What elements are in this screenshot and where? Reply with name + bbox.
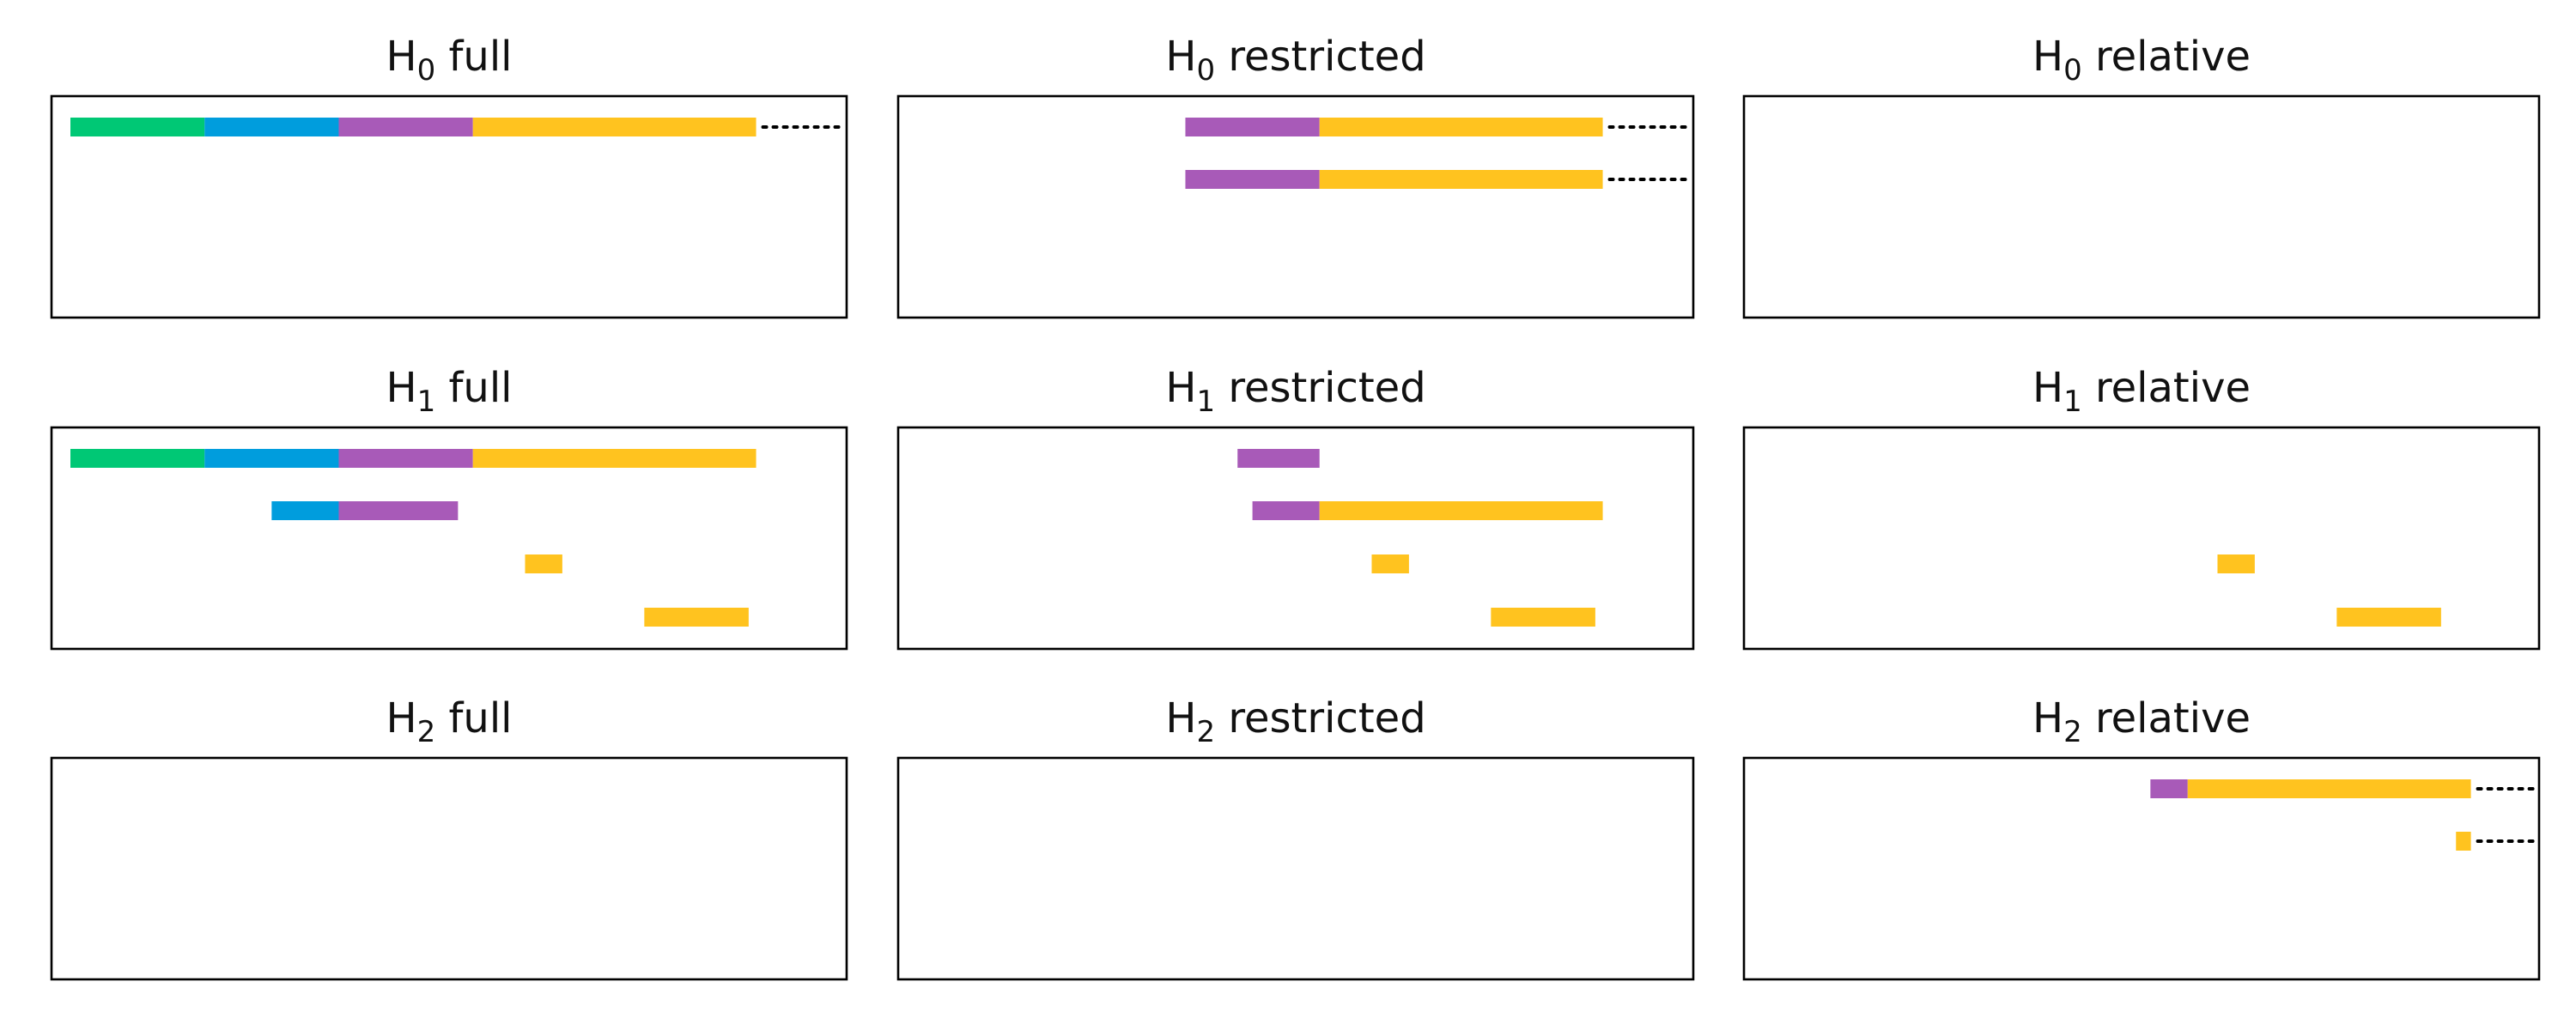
panel-h1-full: H1 full: [50, 364, 848, 651]
panel-frame: [50, 94, 848, 319]
panel-title: H0 full: [386, 33, 513, 88]
title-rest: full: [435, 33, 512, 81]
bar-1-segment-0: [1252, 501, 1320, 520]
panel-frame: [1742, 426, 2541, 651]
panel-h1-relative: H1 relative: [1742, 364, 2541, 651]
bar-0-segment-1: [2187, 779, 2471, 798]
title-subscript: 2: [1196, 715, 1215, 749]
title-subscript: 1: [1196, 385, 1215, 419]
panel-frame: [896, 756, 1695, 981]
title-rest: restricted: [1215, 364, 1426, 412]
panel-title: H1 relative: [2032, 364, 2251, 419]
bar-1-segment-1: [1319, 170, 1603, 189]
bar-0-segment-2: [338, 449, 473, 468]
title-rest: relative: [2082, 364, 2251, 412]
bar-0-segment-0: [1237, 449, 1320, 468]
bar-0-segment-0: [70, 449, 205, 468]
title-subscript: 0: [1196, 53, 1215, 88]
bar-1-segment-0: [2456, 832, 2471, 851]
title-main: H: [1165, 364, 1196, 412]
title-subscript: 1: [2063, 385, 2082, 419]
bar-2-segment-0: [525, 554, 562, 573]
panel-h0-restricted: H0 restricted: [896, 33, 1695, 319]
bar-3-segment-0: [1491, 608, 1595, 627]
title-rest: restricted: [1215, 33, 1426, 81]
bar-1-segment-0: [1185, 170, 1320, 189]
title-main: H: [2032, 33, 2063, 81]
bar-0-segment-0: [2217, 554, 2255, 573]
bar-0-segment-0: [2150, 779, 2188, 798]
panel-h0-full: H0 full: [50, 33, 848, 319]
panel-h2-full: H2 full: [50, 694, 848, 981]
title-main: H: [386, 694, 417, 742]
title-rest: full: [435, 694, 512, 742]
title-main: H: [1165, 694, 1196, 742]
title-rest: full: [435, 364, 512, 412]
panel-title: H1 restricted: [1165, 364, 1425, 419]
title-main: H: [1165, 33, 1196, 81]
panel-title: H1 full: [386, 364, 513, 419]
title-rest: restricted: [1215, 694, 1426, 742]
title-subscript: 2: [2063, 715, 2082, 749]
panel-title: H2 relative: [2032, 694, 2251, 749]
bar-2-segment-0: [1371, 554, 1409, 573]
panel-title: H0 relative: [2032, 33, 2251, 88]
bar-0-segment-1: [204, 449, 339, 468]
title-subscript: 2: [417, 715, 436, 749]
title-main: H: [386, 364, 417, 412]
panel-frame: [896, 94, 1695, 319]
panel-frame: [50, 756, 848, 981]
bar-1-segment-1: [338, 501, 459, 520]
panel-h2-relative: H2 relative: [1742, 694, 2541, 981]
title-main: H: [386, 33, 417, 81]
panel-frame: [1742, 94, 2541, 319]
bar-0-segment-3: [472, 449, 756, 468]
panel-frame: [50, 426, 848, 651]
panel-h1-restricted: H1 restricted: [896, 364, 1695, 651]
panel-h0-relative: H0 relative: [1742, 33, 2541, 319]
title-subscript: 1: [417, 385, 436, 419]
panel-frame: [896, 426, 1695, 651]
bar-1-segment-0: [271, 501, 339, 520]
panel-h2-restricted: H2 restricted: [896, 694, 1695, 981]
title-main: H: [2032, 364, 2063, 412]
bar-0-segment-0: [70, 118, 205, 136]
title-rest: relative: [2082, 694, 2251, 742]
bar-1-segment-0: [2336, 608, 2441, 627]
bar-0-segment-1: [204, 118, 339, 136]
panel-title: H2 restricted: [1165, 694, 1425, 749]
bar-1-segment-1: [1319, 501, 1603, 520]
title-subscript: 0: [2063, 53, 2082, 88]
title-subscript: 0: [417, 53, 436, 88]
panel-frame: [1742, 756, 2541, 981]
bar-3-segment-0: [644, 608, 749, 627]
bar-0-segment-2: [338, 118, 473, 136]
panel-title: H2 full: [386, 694, 513, 749]
bar-0-segment-1: [1319, 118, 1603, 136]
panel-title: H0 restricted: [1165, 33, 1425, 88]
title-rest: relative: [2082, 33, 2251, 81]
bar-0-segment-0: [1185, 118, 1320, 136]
bar-0-segment-3: [472, 118, 756, 136]
title-main: H: [2032, 694, 2063, 742]
